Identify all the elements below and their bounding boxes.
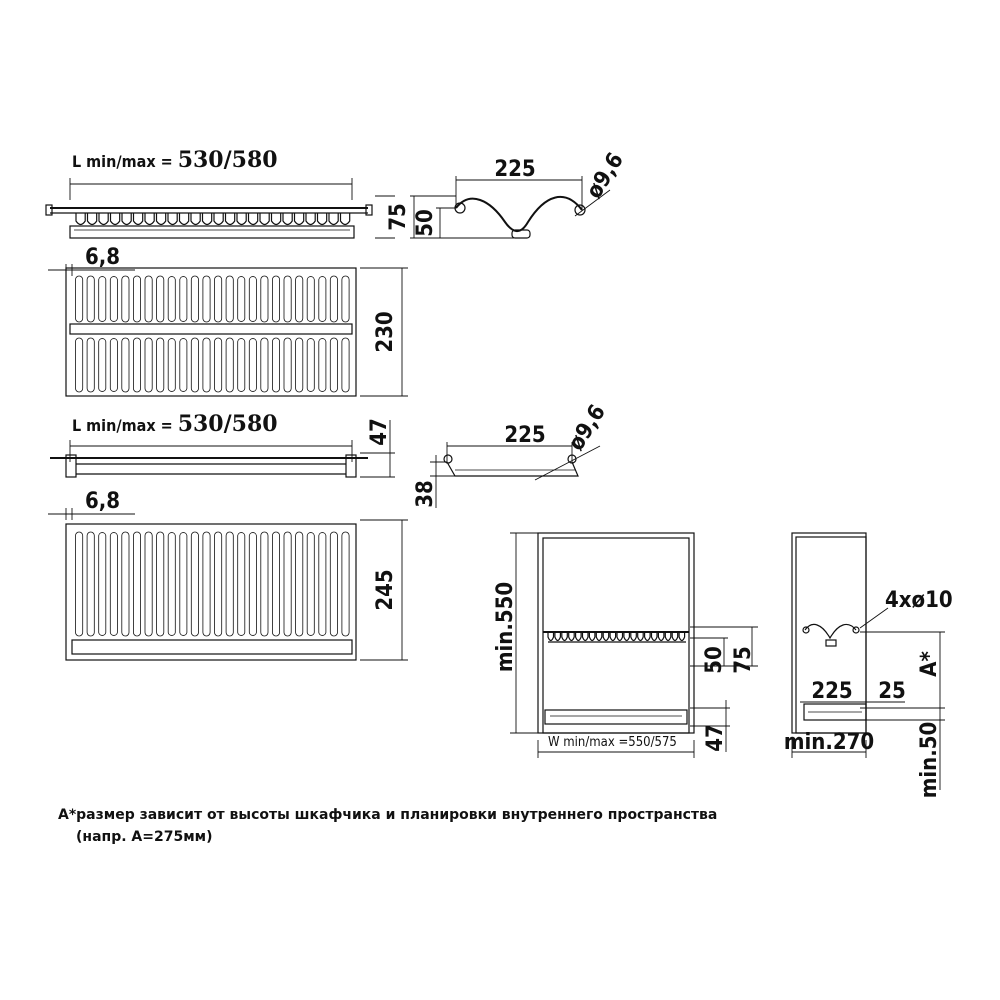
top-rack-length-label: L min/max = 530/580 — [72, 147, 278, 173]
cabinet-offset: 25 — [878, 679, 906, 704]
top-rack-front-view: L min/max = 530/580 — [45, 147, 395, 239]
top-rack-side-profile: 225 ø9,6 75 50 — [386, 149, 629, 239]
cabinet-width-label: W min/max =550/575 — [548, 735, 677, 750]
cabinet-top-rack-h1: 50 — [702, 646, 727, 674]
top-rack-height-inner: 50 — [413, 209, 438, 237]
bottom-rack-plan-view: 6,8 245 — [48, 489, 408, 661]
bottom-rack-front-view: L min/max = 530/580 47 — [50, 411, 395, 478]
cabinet-side-view: 4xø10 A* min.50 225 25 min.270 — [784, 532, 953, 799]
top-rack-wire-diameter: ø9,6 — [582, 149, 629, 204]
bottom-rack-length-label: L min/max = 530/580 — [72, 411, 278, 437]
top-rack-depth-dim: 230 — [373, 311, 398, 352]
bottom-rack-width-dim: 225 — [504, 423, 545, 448]
bottom-rack-side-height: 38 — [413, 480, 438, 508]
bottom-rack-depth-dim: 245 — [373, 569, 398, 610]
cabinet-side-min-height: min.50 — [917, 722, 942, 799]
cabinet-front-view: min.550 W min/max =550/575 50 75 47 — [493, 532, 758, 758]
cabinet-variable-a: A* — [917, 651, 942, 677]
bottom-rack-height-dim: 47 — [367, 418, 392, 446]
footnote-line-1: А*размер зависит от высоты шкафчика и пл… — [58, 807, 718, 823]
top-rack-height-outer: 75 — [386, 203, 411, 231]
cabinet-bottom-rack-h: 47 — [703, 724, 728, 752]
top-rack-width-dim: 225 — [494, 157, 535, 182]
footnote-line-2: (напр. А=275мм) — [76, 829, 213, 845]
bottom-rack-wire-diameter: ø9,6 — [564, 401, 611, 456]
bottom-rack-wire-gap: 6,8 — [85, 489, 120, 514]
footnote: А*размер зависит от высоты шкафчика и пл… — [58, 804, 958, 848]
cabinet-min-depth: min.270 — [784, 730, 874, 755]
top-rack-plan-view: 6,8 230 — [48, 245, 408, 397]
bottom-rack-side-profile: 225 ø9,6 38 — [413, 401, 611, 508]
cabinet-top-rack-h2: 75 — [731, 646, 756, 674]
cabinet-rack-depth: 225 — [811, 679, 852, 704]
cabinet-holes-label: 4xø10 — [885, 588, 953, 613]
top-rack-wire-gap: 6,8 — [85, 245, 120, 270]
cabinet-min-height: min.550 — [493, 582, 518, 672]
